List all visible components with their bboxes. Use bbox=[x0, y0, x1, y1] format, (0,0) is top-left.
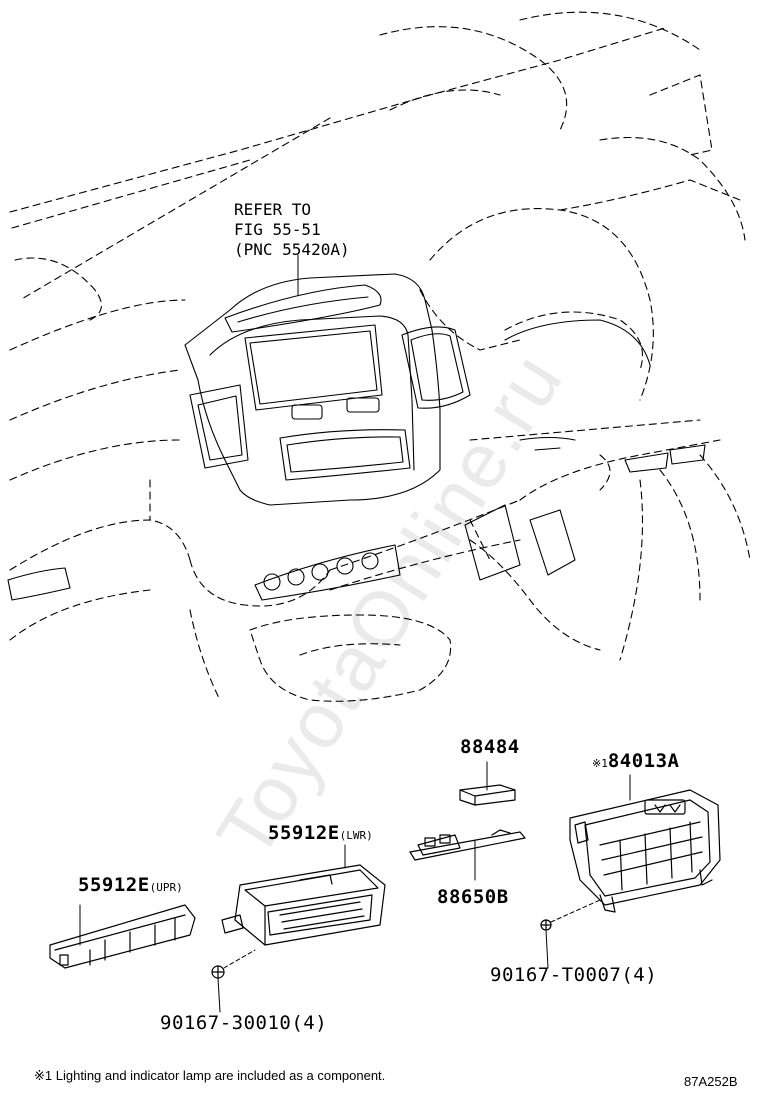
refer-label-line3: (PNC 55420A) bbox=[234, 240, 350, 259]
part-number-55912E-lwr: 55912E bbox=[268, 822, 340, 844]
part-label-88650B: 88650B bbox=[437, 886, 509, 908]
footnote-mark: ※1 bbox=[592, 757, 608, 770]
diagram-code: 87A252B bbox=[684, 1074, 738, 1089]
part-label-55912E-lwr: 55912E(LWR) bbox=[268, 824, 373, 843]
part-label-55912E-upr: 55912E(UPR) bbox=[78, 876, 183, 895]
dashboard-outline bbox=[9, 11, 751, 702]
part-number-84013A: 84013A bbox=[607, 750, 680, 772]
part-suffix-lwr: (LWR) bbox=[339, 829, 373, 842]
part-55912E-lwr-drawing bbox=[221, 844, 386, 946]
dashboard-detail-solid bbox=[7, 273, 706, 601]
part-label-84013A: ※184013A bbox=[592, 752, 679, 771]
part-label-88484: 88484 bbox=[460, 736, 520, 758]
part-label-90167-T0007: 90167-T0007(4) bbox=[490, 964, 658, 986]
part-55912E-upr-drawing bbox=[49, 904, 196, 969]
screw-90167-T0007 bbox=[540, 899, 601, 969]
refer-label-line2: FIG 55-51 bbox=[234, 220, 321, 239]
part-number-55912E-upr: 55912E bbox=[78, 874, 150, 896]
screw-90167-30010 bbox=[211, 949, 256, 1013]
part-suffix-upr: (UPR) bbox=[149, 881, 183, 894]
part-88484-drawing bbox=[459, 761, 516, 806]
part-84013A-drawing bbox=[569, 774, 721, 913]
part-label-90167-30010: 90167-30010(4) bbox=[160, 1012, 328, 1034]
refer-label-line1: REFER TO bbox=[234, 200, 312, 219]
footnote: ※1 Lighting and indicator lamp are inclu… bbox=[34, 1068, 386, 1083]
part-88650B-drawing bbox=[409, 829, 526, 881]
